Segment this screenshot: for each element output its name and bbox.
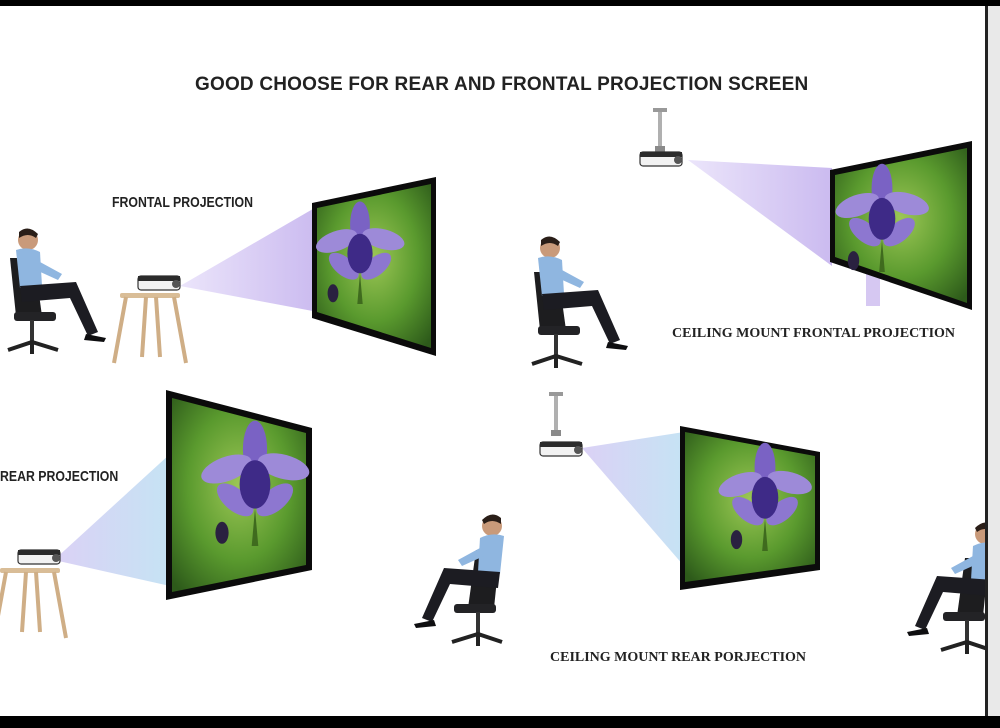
label-ceiling-frontal-projection: CEILING MOUNT FRONTAL PROJECTION [672, 326, 956, 341]
projector-icon [17, 549, 61, 565]
scene-rear-projection [0, 390, 504, 648]
projection-screen [830, 141, 972, 310]
label-rear-projection: REAR PROJECTION [0, 468, 119, 485]
diagram-canvas: GOOD CHOOSE FOR REAR AND FRONTAL PROJECT… [0, 6, 985, 716]
projector-icon [539, 441, 583, 457]
projector-icon [639, 151, 683, 167]
table-icon [0, 566, 68, 640]
scene-ceiling-frontal-projection [530, 108, 972, 370]
diagram-illustration [0, 108, 985, 656]
label-frontal-projection: FRONTAL PROJECTION [112, 194, 254, 211]
ceiling-mount-icon [653, 108, 667, 152]
diagram-title: GOOD CHOOSE FOR REAR AND FRONTAL PROJECT… [195, 74, 809, 95]
ceiling-mount-icon [549, 392, 563, 436]
scene-ceiling-rear-projection [539, 392, 985, 656]
right-edge-rail [985, 6, 1000, 716]
projection-screen [166, 390, 313, 600]
projection-screen [680, 426, 820, 590]
projector-icon [137, 275, 181, 291]
projection-screen [312, 177, 436, 356]
scene-frontal-projection [6, 177, 436, 365]
label-ceiling-rear-projection: CEILING MOUNT REAR PORJECTION [550, 650, 807, 665]
table-icon [112, 291, 188, 365]
person-icon [16, 228, 106, 342]
